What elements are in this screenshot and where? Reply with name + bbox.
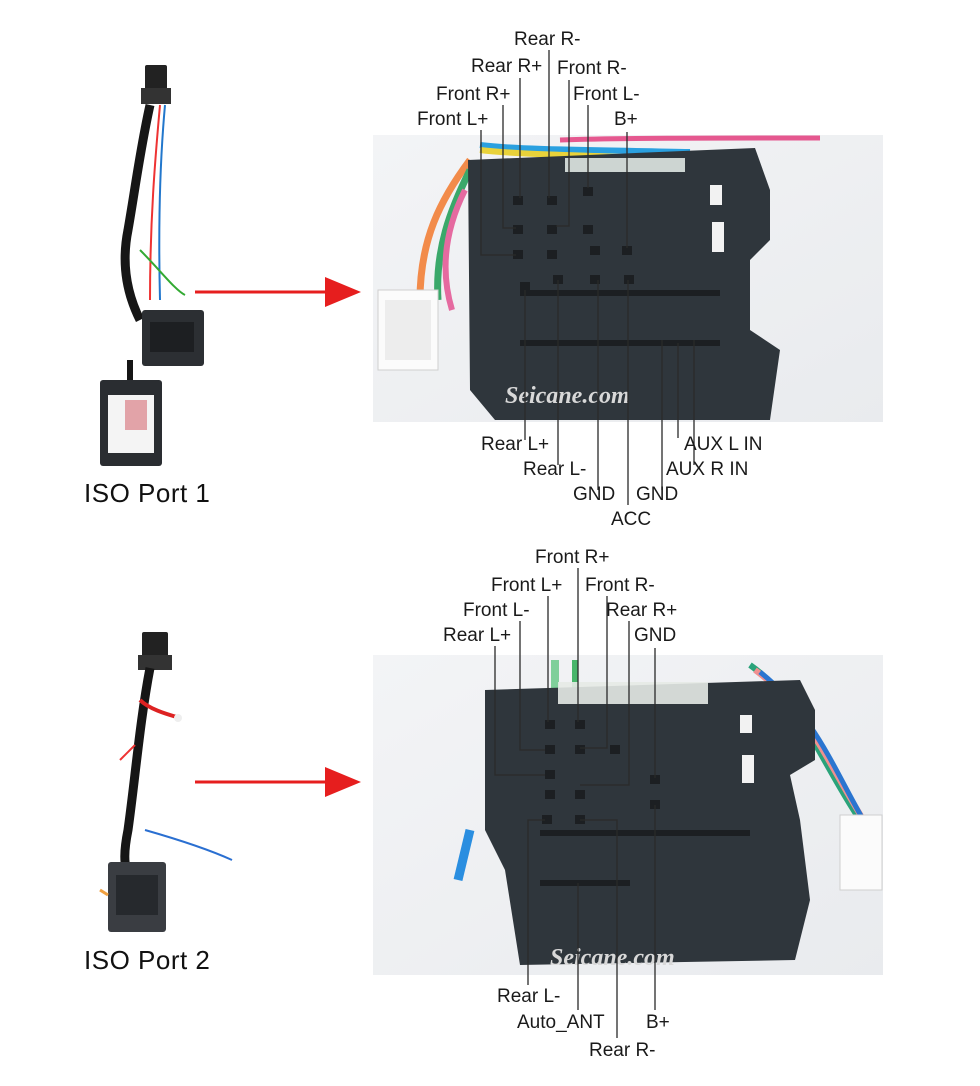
port1-label-front-l-minus: Front L-: [573, 84, 640, 105]
port1-label-rear-l-plus: Rear L+: [481, 434, 549, 455]
port2-bottom-leaders: [527, 805, 656, 1038]
port2-label-gnd: GND: [634, 625, 676, 646]
port2-label-front-r-plus: Front R+: [535, 547, 609, 568]
port1-watermark: Seicane.com: [505, 383, 630, 409]
port1-harness-image: [100, 65, 204, 466]
port1-label-front-l-plus: Front L+: [417, 109, 488, 130]
port1-title: ISO Port 1: [84, 478, 211, 508]
port2-label-front-l-plus: Front L+: [491, 575, 562, 596]
port2-label-rear-l-minus: Rear L-: [497, 986, 560, 1007]
port2-watermark: Seicane.com: [550, 945, 675, 971]
port2-label-front-l-minus: Front L-: [463, 600, 530, 621]
port1-label-rear-l-minus: Rear L-: [523, 459, 586, 480]
port1-top-leaders: [480, 50, 628, 256]
port2-bottom-labels: Rear L- Auto_ANT B+ Rear R-: [497, 986, 670, 1061]
port2-label-rear-r-plus: Rear R+: [606, 600, 677, 621]
port1-bottom-leaders: [524, 280, 695, 505]
port1-connector-photo: Seicane.com: [373, 135, 883, 422]
port2-harness-image: [99, 632, 233, 932]
port1-label-gnd-2: GND: [636, 484, 678, 505]
port1-label-gnd-1: GND: [573, 484, 615, 505]
port2-connector-photo: Seicane.com: [373, 655, 883, 975]
port2-label-front-r-minus: Front R-: [585, 575, 655, 596]
port2-top-leaders: [494, 568, 656, 786]
port2-label-b-plus: B+: [646, 1012, 670, 1033]
port1-bottom-labels: Rear L+ Rear L- GND GND ACC AUX L IN AUX…: [481, 434, 763, 530]
port1-label-aux-l-in: AUX L IN: [684, 434, 763, 455]
port1-label-rear-r-plus: Rear R+: [471, 56, 542, 77]
port2-label-rear-l-plus: Rear L+: [443, 625, 511, 646]
port1-label-front-r-minus: Front R-: [557, 58, 627, 79]
port1-label-front-r-plus: Front R+: [436, 84, 510, 105]
port2-top-labels: Front R+ Front L+ Front R- Front L- Rear…: [443, 547, 677, 646]
port1-label-b-plus: B+: [614, 109, 638, 130]
port1-label-aux-r-in: AUX R IN: [666, 459, 748, 480]
port1-label-rear-r-minus: Rear R-: [514, 29, 581, 50]
port1-top-labels: Rear R- Rear R+ Front R- Front R+ Front …: [417, 29, 640, 130]
port2-label-auto-ant: Auto_ANT: [517, 1012, 605, 1033]
port2-label-rear-r-minus: Rear R-: [589, 1040, 656, 1061]
port1-label-acc: ACC: [611, 509, 651, 530]
port2-title: ISO Port 2: [84, 945, 211, 975]
